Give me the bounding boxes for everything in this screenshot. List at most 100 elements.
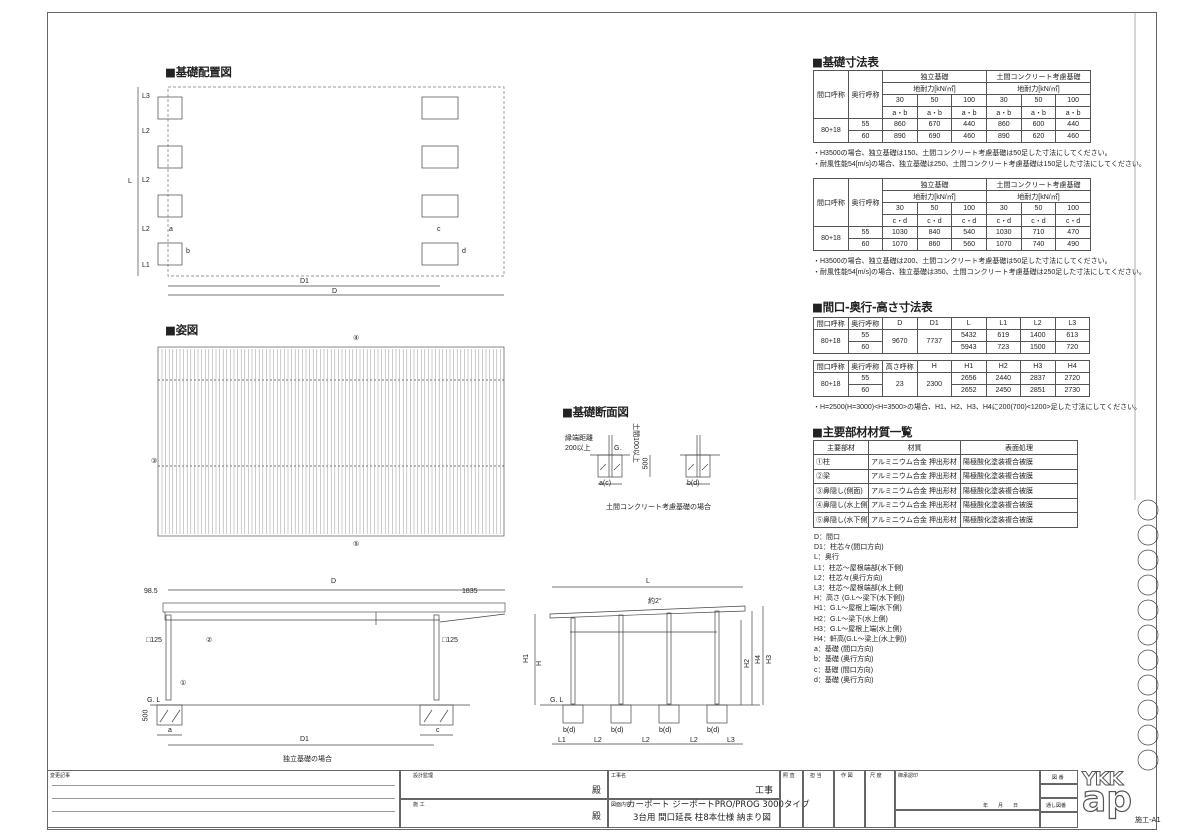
side-H3: H3 bbox=[765, 655, 773, 664]
footing bbox=[157, 96, 183, 120]
dim-bd: b(d) bbox=[687, 480, 700, 487]
gl-label: G. bbox=[614, 445, 622, 452]
margin-circle bbox=[1137, 699, 1159, 721]
charge-label: 担 当 bbox=[810, 773, 822, 779]
header-cell: H bbox=[916, 360, 952, 373]
side-bd-3: b(d) bbox=[659, 727, 672, 734]
table-cell: 2851 bbox=[1020, 384, 1056, 397]
header-cell: a・b bbox=[882, 106, 918, 119]
table-cell: 80+18 bbox=[813, 372, 849, 397]
depth-500: 500 bbox=[642, 457, 650, 470]
legend-item: H3：G.L～屋根上端(水上側) bbox=[814, 625, 902, 633]
front-gl: G. L bbox=[147, 697, 161, 704]
legend-item: d：基礎 (奥行方向) bbox=[814, 676, 874, 684]
table-cell: 2300 bbox=[916, 372, 952, 397]
table-cell: 560 bbox=[951, 238, 987, 251]
dim-a: a bbox=[169, 226, 173, 233]
side-L: L bbox=[646, 578, 650, 585]
table-cell: ①柱 bbox=[813, 454, 869, 470]
table-cell: 440 bbox=[1055, 118, 1091, 131]
table-cell: 55 bbox=[847, 372, 883, 385]
front-caption: 独立基礎の場合 bbox=[283, 756, 332, 763]
header-cell: 30 bbox=[882, 94, 918, 107]
base-note-1: ・H3500の場合、独立基礎は150、土間コンクリート考慮基礎は50足した寸法に… bbox=[813, 150, 1112, 157]
margin-circle bbox=[1137, 574, 1159, 596]
ykk-logo: YKK bbox=[1081, 768, 1123, 791]
header-cell: 100 bbox=[951, 94, 987, 107]
table-row: ①柱アルミニウム合金 押出形材陽極酸化塗装複合被膜 bbox=[813, 454, 1078, 470]
side-elevation-drawing bbox=[534, 586, 764, 745]
header-cell: 30 bbox=[985, 202, 1022, 215]
table-cell: 1030 bbox=[985, 226, 1022, 239]
table-cell: 2656 bbox=[951, 372, 987, 385]
header-cell: 独立基礎 bbox=[882, 178, 987, 191]
margin-circle bbox=[1137, 499, 1159, 521]
dim-table-heading: ■間口-奥行-高さ寸法表 bbox=[812, 300, 933, 314]
margin-circles bbox=[1137, 499, 1159, 771]
header-cell: 間口呼称 bbox=[813, 317, 849, 330]
base-note-4: ・耐風性能54[m/s]の場合、独立基礎は350、土間コンクリート考慮基礎は25… bbox=[813, 269, 1146, 276]
approval-label: 御承認印 bbox=[898, 773, 919, 779]
content-box bbox=[608, 799, 780, 828]
table-cell: 619 bbox=[985, 329, 1021, 342]
roof-top-view bbox=[157, 346, 505, 537]
side-span-L2a: L2 bbox=[594, 737, 602, 744]
table-cell: 23 bbox=[882, 372, 918, 397]
legend-item: L3：柱芯～屋根端部(水上側) bbox=[814, 585, 904, 593]
footing bbox=[421, 194, 459, 218]
dim-c: c bbox=[437, 226, 441, 233]
table-cell: 60 bbox=[848, 238, 883, 251]
clearance-value: 200以上 bbox=[565, 445, 591, 452]
base-section-drawing bbox=[590, 435, 720, 485]
project-box bbox=[608, 770, 780, 799]
header-cell: c・d bbox=[1055, 214, 1091, 227]
table-cell: アルミニウム合金 押出形材 bbox=[868, 483, 961, 499]
base-table-2: 間口呼称奥行呼称独立基礎土間コンクリート考慮基礎地耐力[kN/㎡]地耐力[kN/… bbox=[813, 178, 1092, 251]
header-cell: H4 bbox=[1054, 360, 1090, 373]
header-cell: H3 bbox=[1020, 360, 1056, 373]
table-cell: 60 bbox=[847, 341, 883, 354]
table-cell: 1500 bbox=[1020, 341, 1056, 354]
supervisor-label: 設計監理 bbox=[413, 773, 434, 779]
header-cell: 奥行呼称 bbox=[847, 317, 883, 330]
header-cell: 奥行呼称 bbox=[848, 70, 883, 119]
header-cell: 地耐力[kN/㎡] bbox=[985, 82, 1092, 95]
base-note-3: ・H3500の場合、独立基礎は200、土間コンクリート考慮基礎は50足した寸法に… bbox=[813, 258, 1112, 265]
header-cell: 土間コンクリート考慮基礎 bbox=[985, 70, 1092, 83]
front-a: a bbox=[168, 727, 172, 734]
table-cell: 890 bbox=[882, 130, 918, 143]
supervisor-box bbox=[400, 770, 608, 799]
scale-label: 尺 度 bbox=[870, 773, 882, 779]
date-label: 年 月 日 bbox=[983, 803, 1019, 809]
table-cell: 720 bbox=[1054, 341, 1090, 354]
dim-L2-3: L2 bbox=[142, 226, 150, 233]
table-cell: 2730 bbox=[1054, 384, 1090, 397]
header-cell: D1 bbox=[916, 317, 952, 330]
base-table-heading: ■基礎寸法表 bbox=[812, 55, 879, 69]
slab-label: 土間100以上 bbox=[631, 423, 639, 463]
margin-circle bbox=[1137, 524, 1159, 546]
table-cell: 80+18 bbox=[813, 118, 849, 143]
table-cell: 陽極酸化塗装複合被膜 bbox=[960, 512, 1078, 528]
drawing-no-label: 図 番 bbox=[1052, 775, 1064, 781]
header-cell: 地耐力[kN/㎡] bbox=[882, 82, 987, 95]
table-cell: 460 bbox=[1055, 130, 1091, 143]
base-note-2: ・耐風性能54[m/s]の場合、独立基礎は250、土間コンクリート考慮基礎は15… bbox=[813, 161, 1146, 168]
table-cell: 1070 bbox=[985, 238, 1022, 251]
content-label: 図面内容 bbox=[611, 802, 632, 808]
table-cell: 460 bbox=[951, 130, 987, 143]
header-cell: 独立基礎 bbox=[882, 70, 987, 83]
ap-logo: ap bbox=[1081, 779, 1133, 820]
serial-no-label: 通し図番 bbox=[1046, 803, 1067, 809]
table-cell: 55 bbox=[848, 226, 883, 239]
legend-item: a：基礎 (間口方向) bbox=[814, 646, 874, 654]
table-cell: 55 bbox=[847, 329, 883, 342]
side-bd-1: b(d) bbox=[563, 727, 576, 734]
side-H: H bbox=[536, 660, 544, 667]
table-cell: 620 bbox=[1020, 130, 1057, 143]
